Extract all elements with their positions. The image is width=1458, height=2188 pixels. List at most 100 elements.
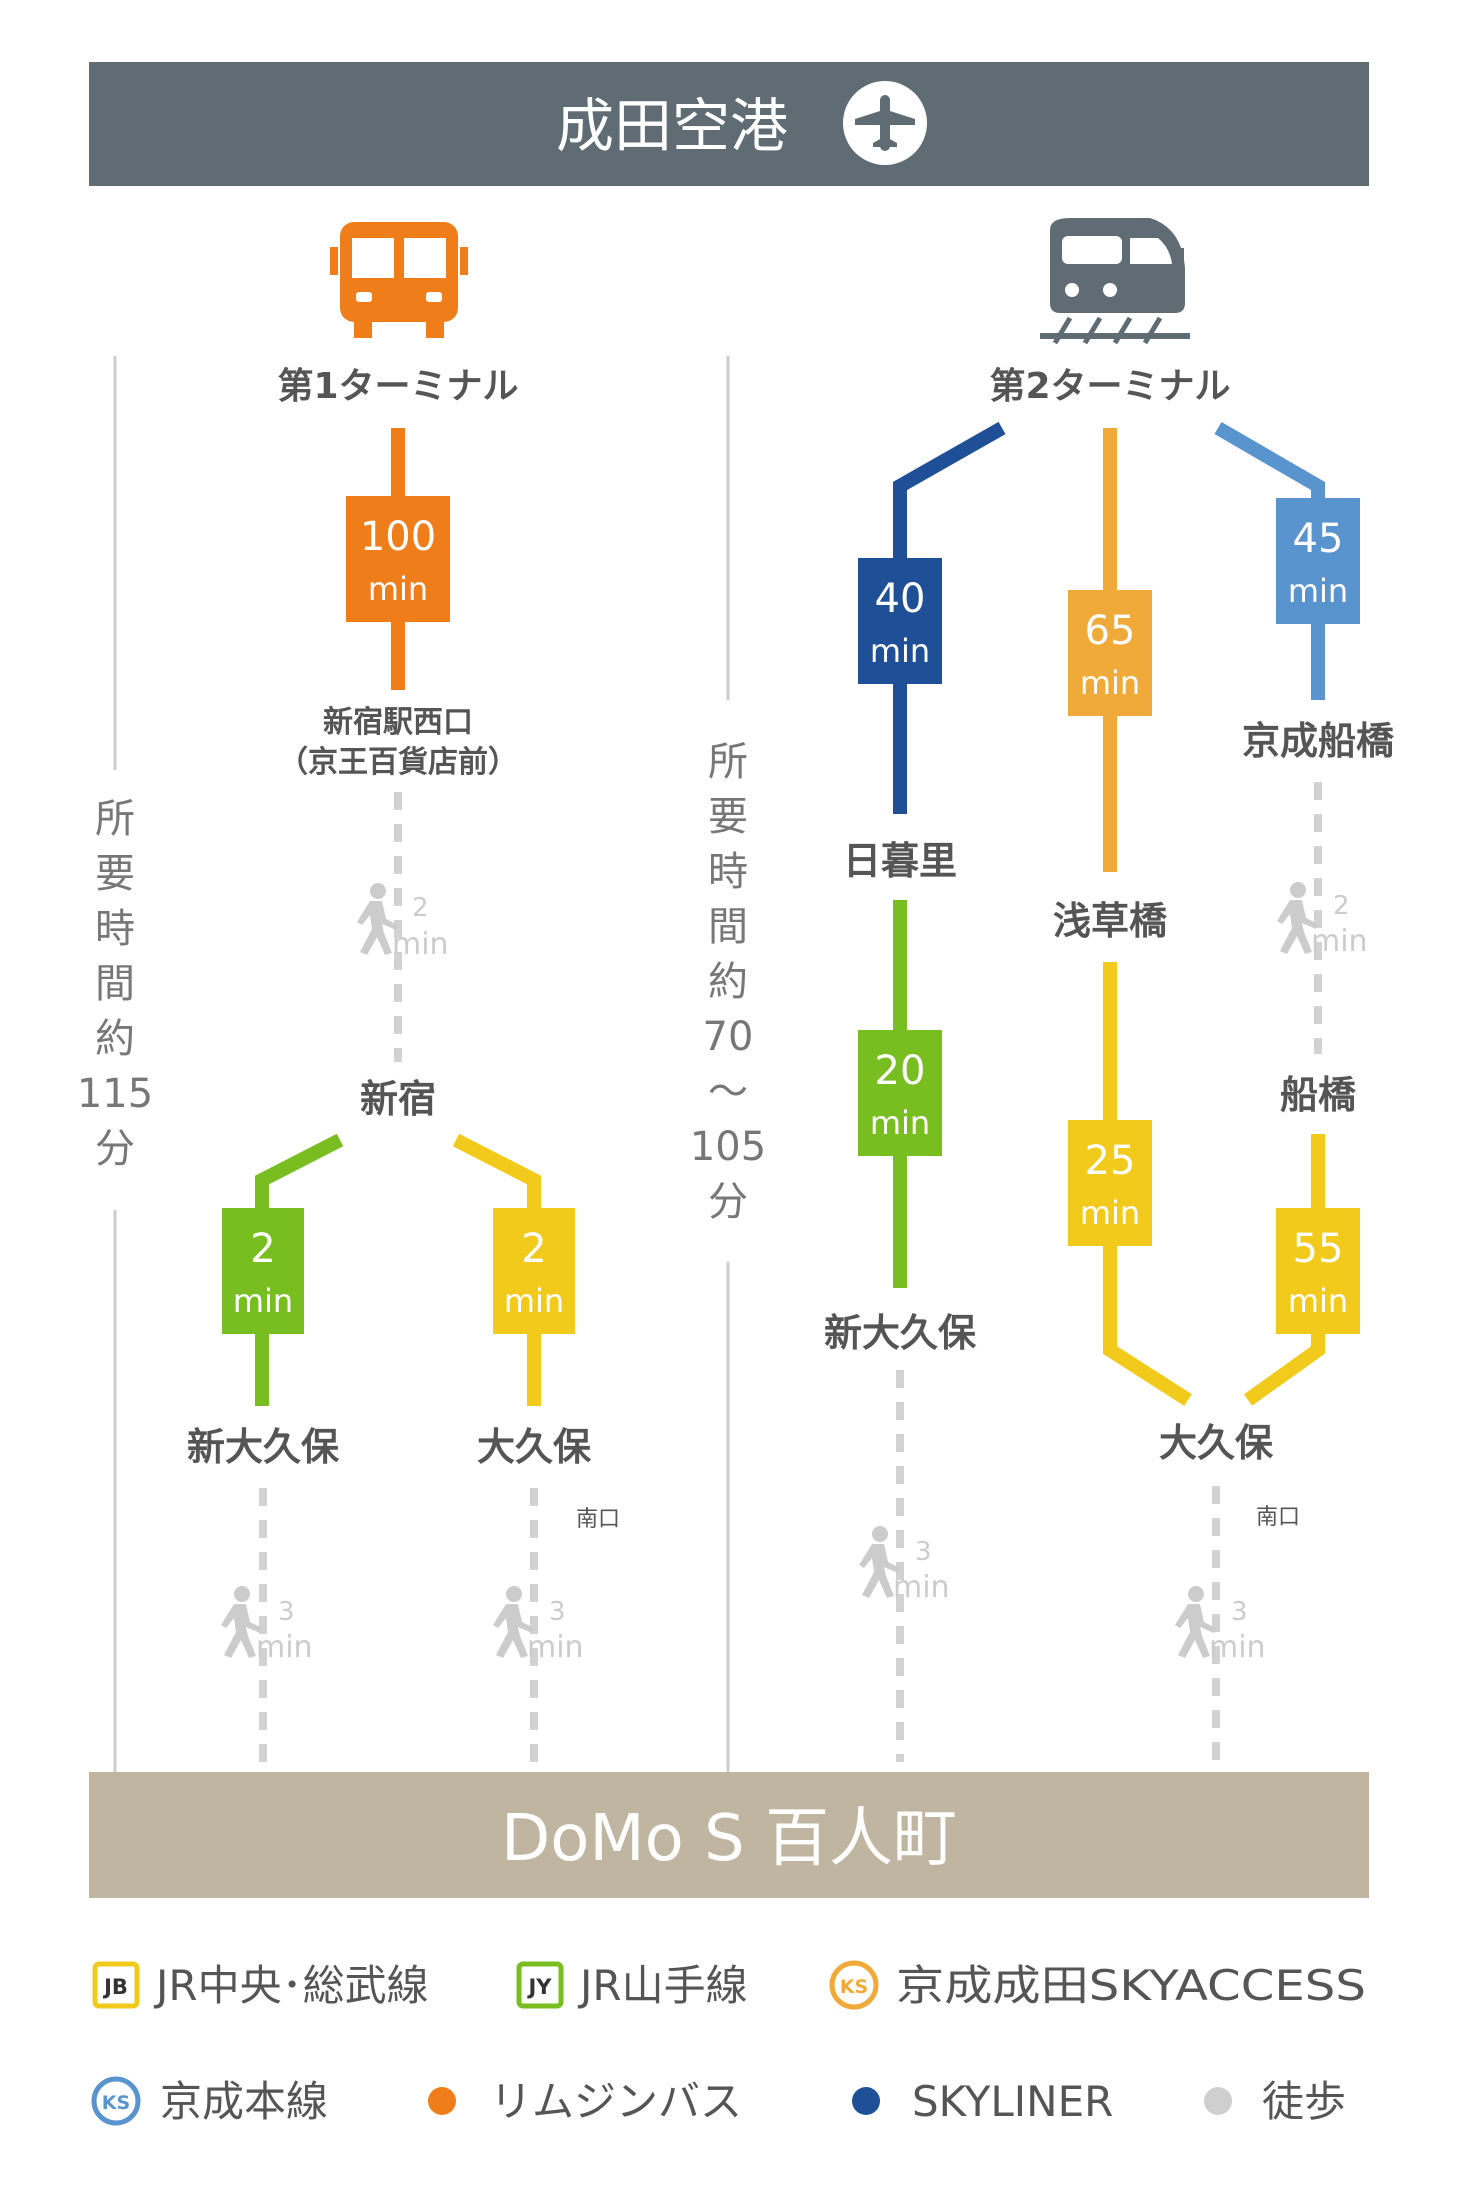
skyliner-time-box [858,558,942,684]
walk-icon [357,883,398,955]
jb-time-box [493,1208,575,1334]
duration-left-char: 分 [95,1126,135,1172]
legend-label: 徒歩 [1262,2077,1346,2126]
skyaccess-time-unit: min [1080,664,1140,702]
walk-time-value: 3 [1231,1597,1248,1627]
duration-right-char: 約 [708,959,748,1005]
legend-label: SKYLINER [912,2077,1113,2126]
ks-badge-icon [91,2076,141,2126]
walk-icon [1277,882,1318,954]
jb-time-box-a [1068,1120,1152,1246]
okubo-exit-label: 南口 [576,1507,620,1532]
jb-time-unit-b: min [1288,1282,1348,1320]
duration-left-char: 約 [95,1016,135,1062]
station-shinjuku-label: 新宿 [360,1077,436,1121]
duration-right-char: 時 [708,849,748,895]
jb-time-value-b: 55 [1293,1226,1344,1272]
terminal-1-label: 第1ターミナル [277,366,518,407]
skyaccess-time-value: 65 [1085,608,1136,654]
jb-line-a [1103,962,1192,1406]
walk-time-value: 2 [412,893,429,923]
walk-time-unit: min [256,1630,313,1665]
station-asakusabashi-label: 浅草橋 [1053,899,1167,943]
walk-icon [859,1526,900,1598]
duration-right-char: 要 [708,794,748,840]
jb-time-unit-a: min [1080,1194,1140,1232]
skyliner-time-value: 40 [875,576,926,622]
ks-badge-icon [829,1960,879,2010]
skyliner-line [893,421,1006,814]
legend-item-skyaccess: KS 京成成田SKYACCESS [829,1960,1366,2010]
bus-time-box [346,496,450,622]
walk-time-unit: min [893,1570,950,1605]
jy-time-value: 20 [875,1048,926,1094]
walk-time-unit: min [1209,1630,1266,1665]
duration-right-char: 所 [708,739,748,785]
station-shin-okubo-label: 新大久保 [187,1425,340,1469]
jy-time-box [222,1208,304,1334]
legend-label: 京成本線 [160,2077,328,2126]
station-keisei-funabashi-label: 京成船橋 [1242,719,1394,763]
terminal-2-label: 第2ターミナル [989,366,1230,407]
divider-lines [113,356,730,1772]
train-icon [1040,218,1190,345]
keisei-line [1214,421,1325,700]
keisei-time-value: 45 [1293,516,1344,562]
bus-time-value: 100 [360,514,436,560]
airplane-icon [843,81,927,165]
legend-item-skyliner: SKYLINER [852,2077,1113,2126]
legend-item-keisei: KS 京成本線 [91,2076,328,2126]
footer-background [89,1772,1369,1898]
walk-icon [493,1586,534,1658]
legend: JB JR中央･総武線 JY JR山手線 KS 京成成田SKYACCESS KS… [91,1960,1366,2126]
train-routes: 第2ターミナル 40 min 日暮里 20 min 新大久保 3 min 65 … [824,366,1394,1762]
jy-badge-text: JY [526,1975,552,1999]
jb-badge-icon [92,1961,140,2009]
keisei-time-unit: min [1288,572,1348,610]
bus-icon [330,222,468,338]
walk-icon [221,1586,262,1658]
bus-dot-icon [428,2087,456,2115]
walk-time-value: 3 [549,1597,566,1627]
duration-right-minutes-min: 70 [703,1014,754,1060]
duration-left-char: 所 [95,796,135,842]
bus-route: 第1ターミナル 100 min 新宿駅西口 （京王百貨店前） 2 min 新宿 … [187,366,620,1762]
jy-time-value: 2 [250,1226,275,1272]
legend-item-bus: リムジンバス [428,2077,742,2126]
jb-time-value-a: 25 [1085,1138,1136,1184]
walk-time-unit: min [392,927,449,962]
legend-item-walk: 徒歩 [1204,2077,1346,2126]
okubo-exit-label: 南口 [1256,1505,1300,1530]
footer-banner: DoMo S 百人町 [89,1772,1369,1898]
jb-time-unit: min [504,1282,564,1320]
duration-left-char: 時 [95,906,135,952]
jb-line-b [1243,1134,1325,1406]
jb-badge-text: JB [102,1975,128,1999]
stop-shinjuku-west-label: 新宿駅西口 [323,705,473,740]
keisei-time-box [1276,498,1360,624]
duration-left: 所 要 時 間 約 115 分 [77,796,153,1172]
station-shin-okubo-label: 新大久保 [824,1311,977,1355]
legend-label: リムジンバス [490,2077,742,2126]
skyliner-dot-icon [852,2087,880,2115]
header-title: 成田空港 [556,92,788,160]
duration-right-char: 間 [708,904,748,950]
bus-time-unit: min [368,570,428,608]
ks-badge-text: KS [102,2092,130,2114]
station-funabashi-label: 船橋 [1280,1073,1356,1117]
duration-left-char: 間 [95,961,135,1007]
header-banner: 成田空港 [89,62,1369,186]
walk-time-value: 3 [278,1597,295,1627]
duration-right: 所 要 時 間 約 70 ～ 105 分 [690,739,766,1225]
walk-dot-icon [1204,2087,1232,2115]
legend-label: JR中央･総武線 [153,1961,429,2010]
footer-title: DoMo S 百人町 [501,1802,957,1876]
jy-time-box [858,1030,942,1156]
walk-time-unit: min [1311,924,1368,959]
jy-time-unit: min [870,1104,930,1142]
legend-label: JR山手線 [577,1961,748,2010]
legend-item-jy: JY JR山手線 [516,1961,748,2010]
walk-time-value: 2 [1333,891,1350,921]
jb-time-box-b [1276,1208,1360,1334]
